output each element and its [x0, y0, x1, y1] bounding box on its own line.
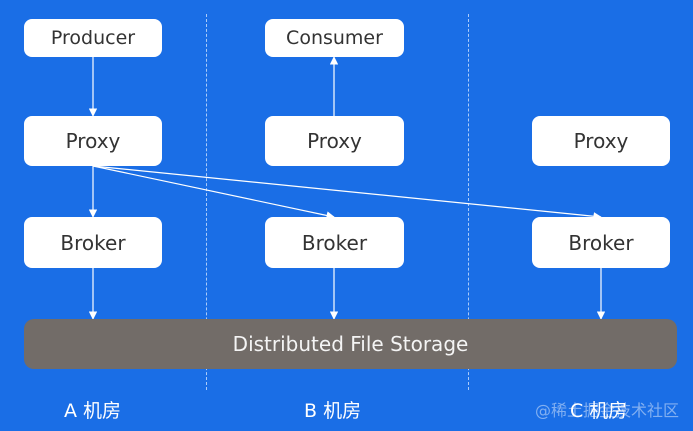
- distributed-file-storage: Distributed File Storage: [24, 319, 677, 369]
- consumer-node: Consumer: [265, 19, 404, 57]
- broker-node-b: Broker: [265, 217, 404, 268]
- edge-proxy-a-to-broker-c: [92, 165, 602, 221]
- proxy-node-a: Proxy: [24, 116, 162, 166]
- broker-node-c: Broker: [532, 217, 670, 268]
- proxy-node-c: Proxy: [532, 116, 670, 166]
- room-label-c: C 机房: [570, 400, 628, 422]
- room-label-b: B 机房: [304, 400, 362, 422]
- watermark-text: @稀土掘金技术社区: [534, 401, 679, 420]
- producer-node: Producer: [24, 19, 162, 57]
- proxy-node-b: Proxy: [265, 116, 404, 166]
- edge-proxy-a-to-broker-b: [92, 165, 335, 220]
- room-divider-a-b: [206, 14, 207, 390]
- broker-node-a: Broker: [24, 217, 162, 268]
- room-divider-b-c: [468, 14, 469, 390]
- room-label-a: A 机房: [64, 400, 122, 422]
